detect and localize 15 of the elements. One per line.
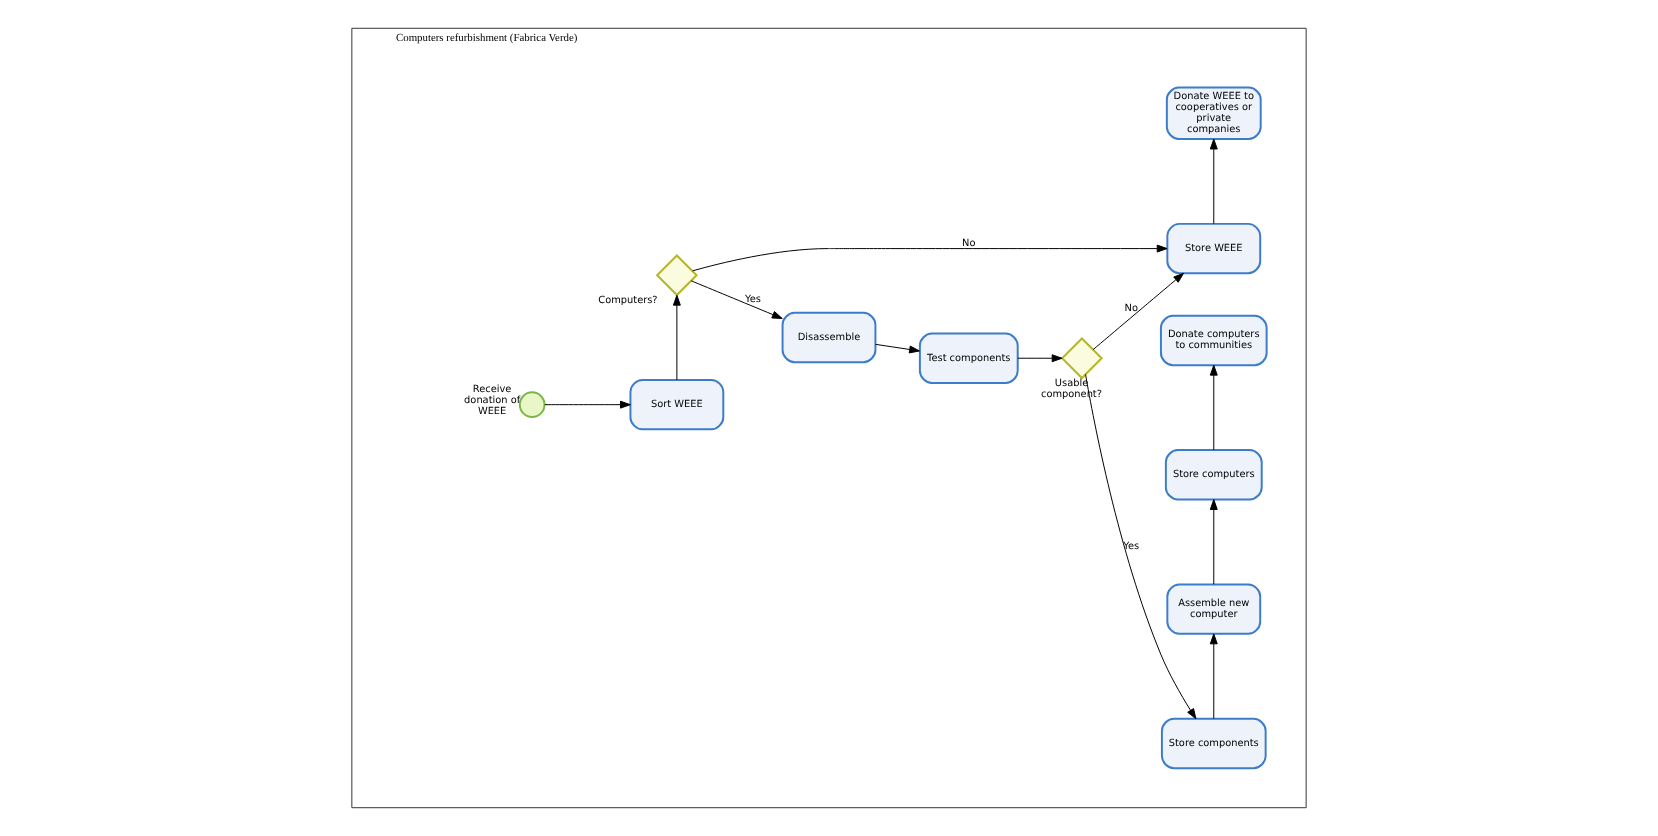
arrow: [1017, 354, 1063, 363]
arrow: [1209, 499, 1218, 585]
arrow: [875, 343, 920, 354]
arrow: [1092, 272, 1185, 351]
arrow: [1209, 138, 1218, 225]
node-diamond: [655, 254, 698, 297]
node-diamond: [1060, 337, 1104, 380]
arrow: [1209, 633, 1218, 720]
arrow: [672, 294, 681, 381]
arrow: [1085, 373, 1197, 720]
arrow: [692, 244, 1168, 272]
arrow: [1209, 364, 1218, 451]
node-circle: [518, 391, 546, 418]
arrow: [544, 400, 631, 409]
arrow: [690, 280, 783, 319]
